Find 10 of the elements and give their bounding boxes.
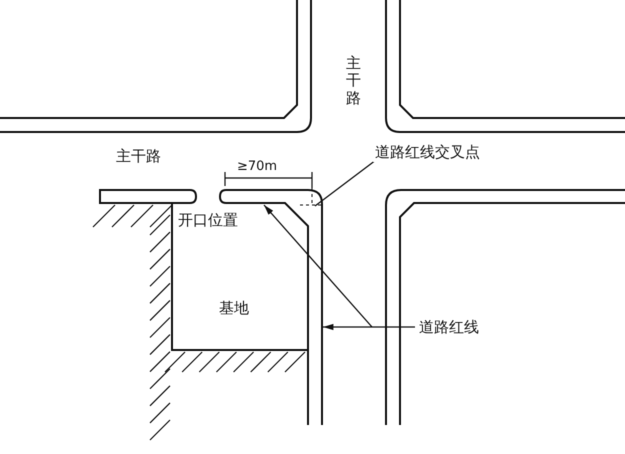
road-label: 主干路	[346, 55, 361, 107]
area-label: 开口位置	[178, 212, 238, 228]
road-label: 主干路	[116, 148, 161, 164]
dimension-label: ≥70m	[237, 160, 278, 174]
callout-label: 道路红线	[417, 318, 481, 336]
leader-line	[264, 204, 372, 328]
callout-label: 道路红线交叉点	[373, 143, 482, 162]
leader-line	[323, 324, 415, 330]
area-label: 基地	[219, 300, 249, 316]
leader-line	[314, 159, 376, 207]
